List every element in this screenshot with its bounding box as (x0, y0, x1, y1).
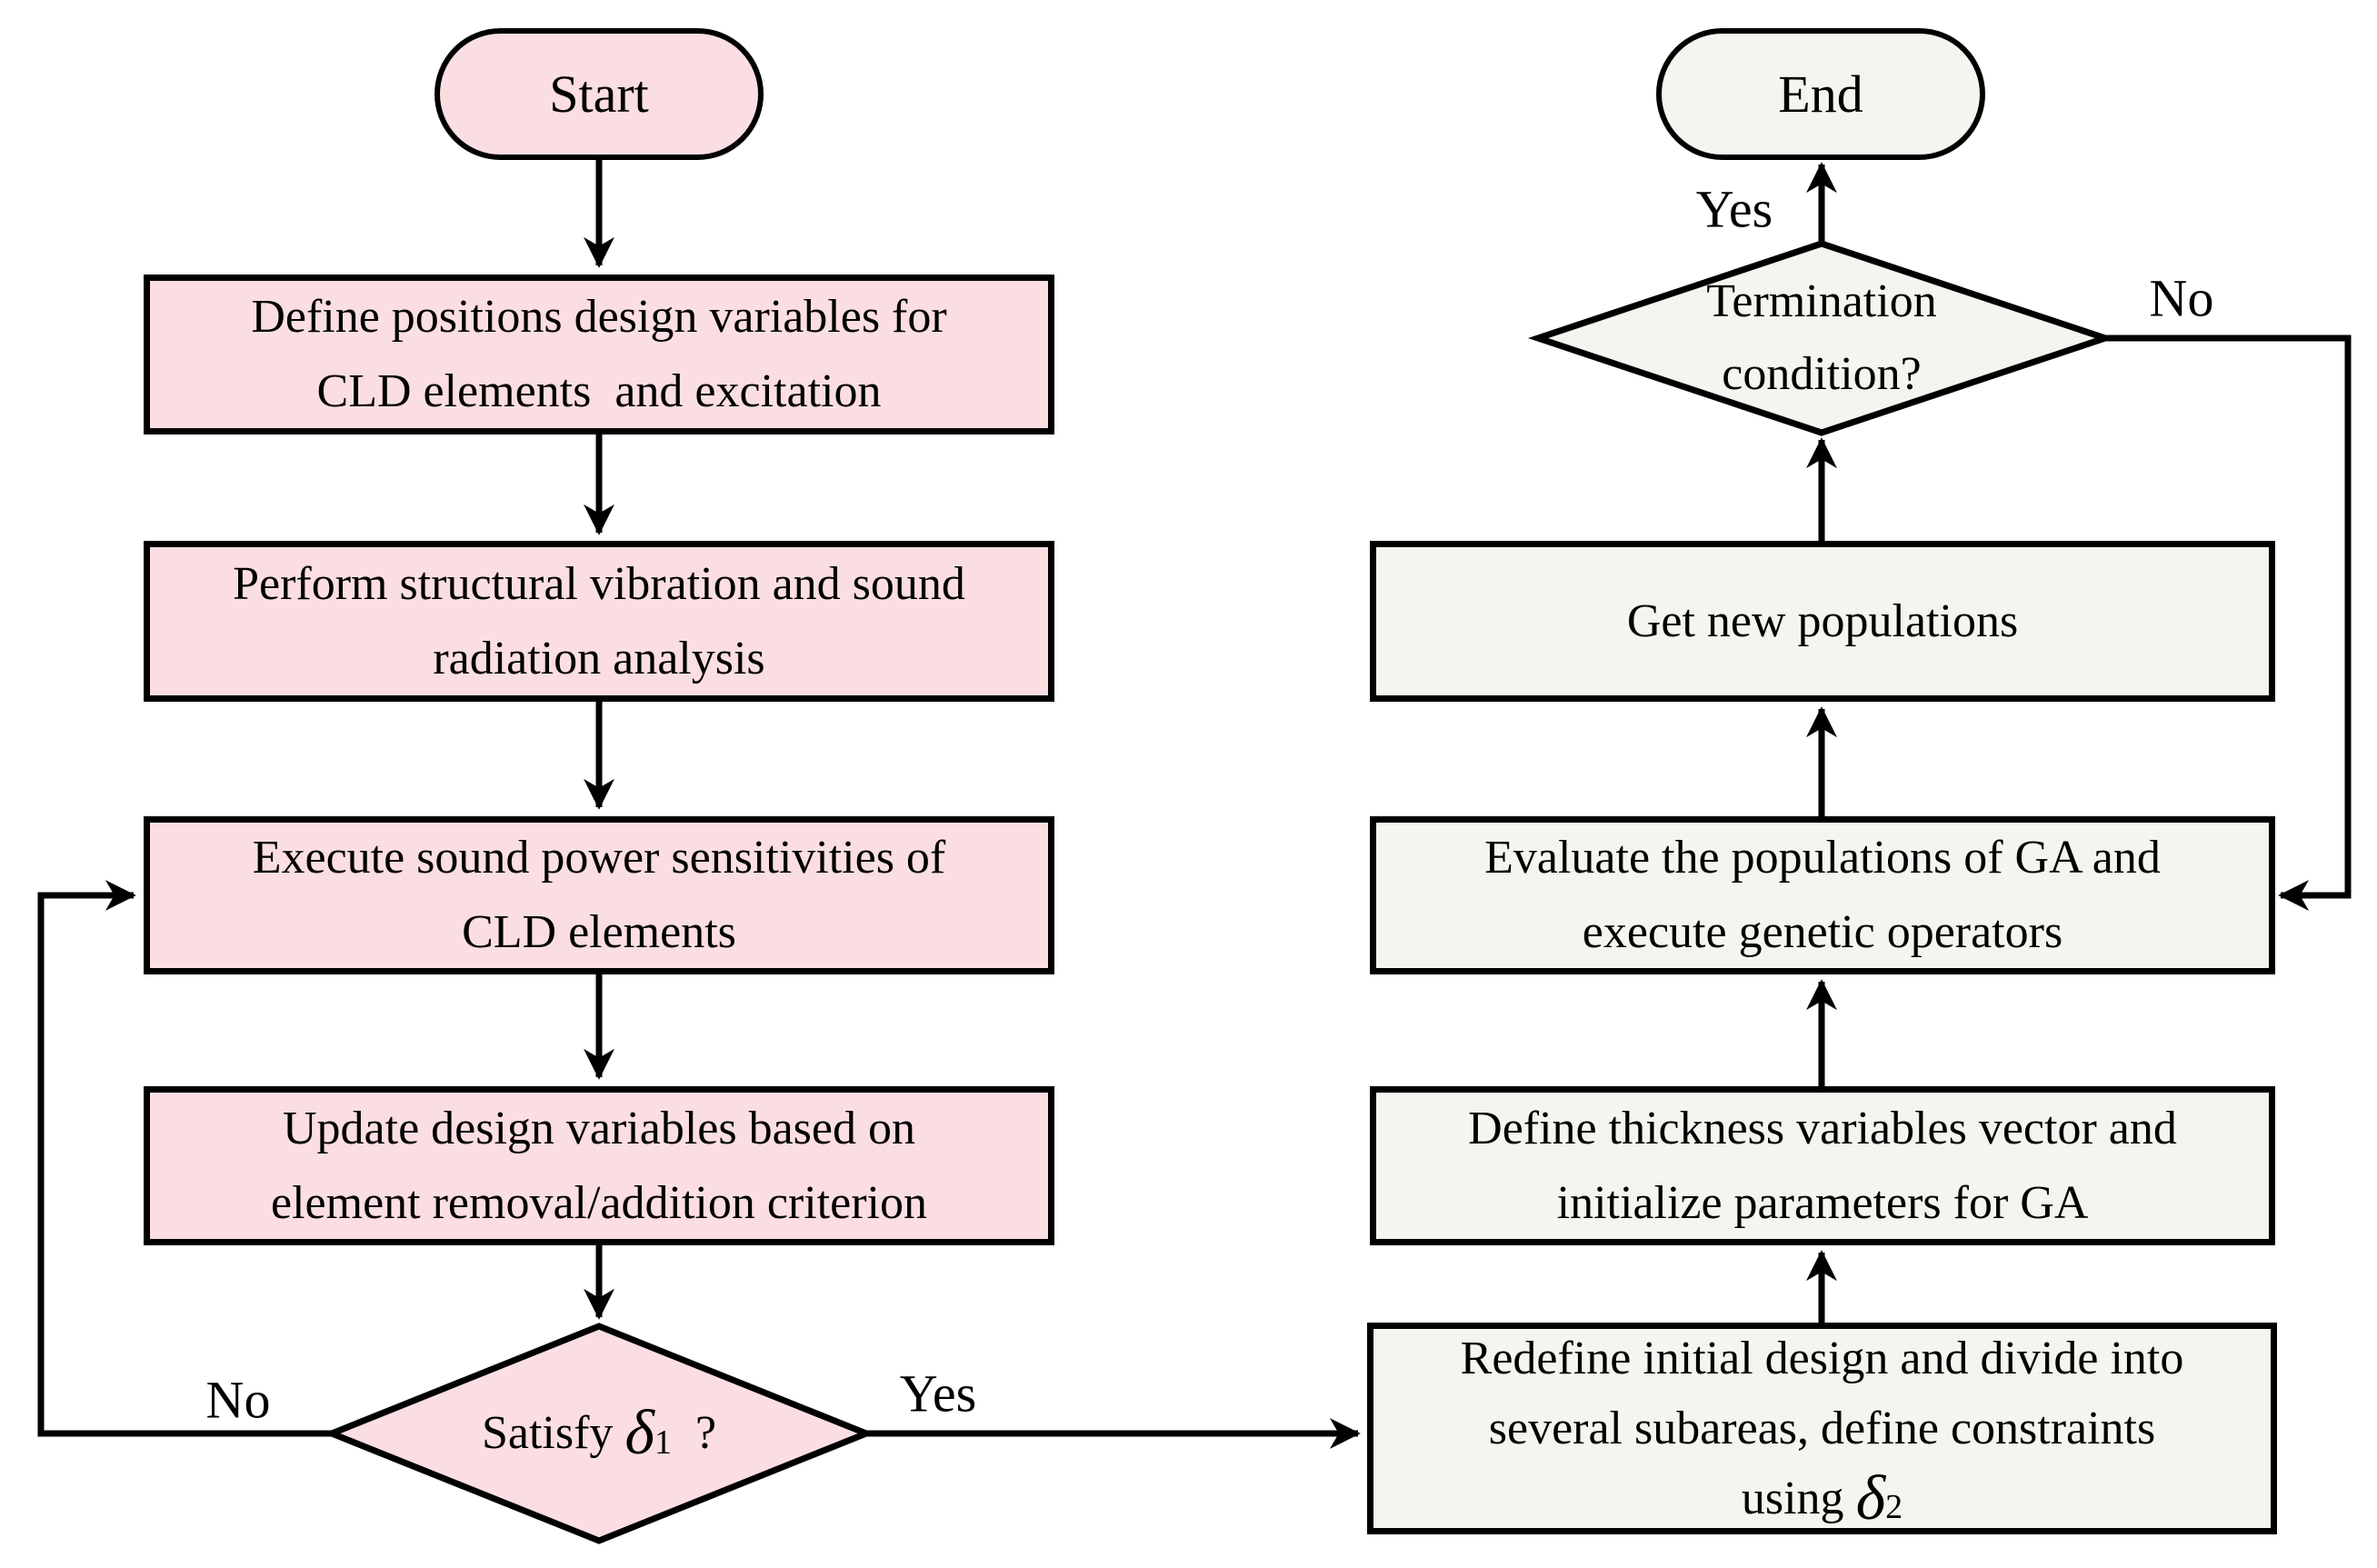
delta2-symbol: δ (1855, 1463, 1886, 1533)
step-perform-analysis: Perform structural vibration and sound r… (144, 541, 1054, 702)
end-terminator: End (1656, 28, 1985, 160)
step-text-line: Define positions design variables for (251, 291, 947, 343)
step-define-positions: Define positions design variables for CL… (144, 275, 1054, 434)
termination-yes-label: Yes (1695, 179, 1773, 239)
step-text-line: execute genetic operators (1582, 906, 2063, 958)
delta2-subscript: 2 (1885, 1488, 1903, 1526)
arrow-satisfy-no-feedback (37, 880, 332, 1437)
step-execute-sensitivities: Execute sound power sensitivities of CLD… (144, 816, 1054, 974)
step-text-line: Define thickness variables vector and (1468, 1102, 2177, 1154)
satisfy-yes-label: Yes (899, 1363, 977, 1423)
arrow-termination-no-feedback (2105, 335, 2352, 911)
termination-no-label: No (2149, 268, 2214, 328)
step-text-line: Execute sound power sensitivities of (252, 832, 946, 884)
termination-decision-diamond (1527, 240, 2116, 436)
start-terminator: Start (434, 28, 764, 160)
step-text-line: CLD elements and excitation (316, 365, 882, 417)
step-text-line: Perform structural vibration and sound (233, 557, 965, 610)
satisfy-no-label: No (205, 1370, 271, 1430)
step-text-line: using δ 2 (1742, 1463, 1903, 1533)
step-text-line: element removal/addition criterion (271, 1176, 927, 1229)
start-label: Start (549, 65, 649, 124)
step-redefine-design: Redefine initial design and divide into … (1367, 1323, 2277, 1534)
step-text-line: Evaluate the populations of GA and (1484, 832, 2161, 884)
step-text-line: Update design variables based on (282, 1102, 915, 1154)
end-label: End (1778, 65, 1863, 124)
step-text-line: initialize parameters for GA (1556, 1176, 2089, 1229)
step-define-thickness: Define thickness variables vector and in… (1370, 1086, 2275, 1245)
step-update-variables: Update design variables based on element… (144, 1086, 1054, 1245)
step-text-line: Redefine initial design and divide into (1460, 1333, 2184, 1384)
step-text-line: Get new populations (1626, 594, 2019, 647)
step-evaluate-populations: Evaluate the populations of GA and execu… (1370, 816, 2275, 974)
step-get-populations: Get new populations (1370, 541, 2275, 702)
satisfy-decision-diamond (323, 1323, 875, 1544)
step-text-line: several subareas, define constraints (1488, 1403, 2156, 1454)
using-prefix: using (1741, 1473, 1856, 1524)
step-text-line: radiation analysis (433, 632, 765, 684)
step-text-line: CLD elements (462, 906, 736, 958)
